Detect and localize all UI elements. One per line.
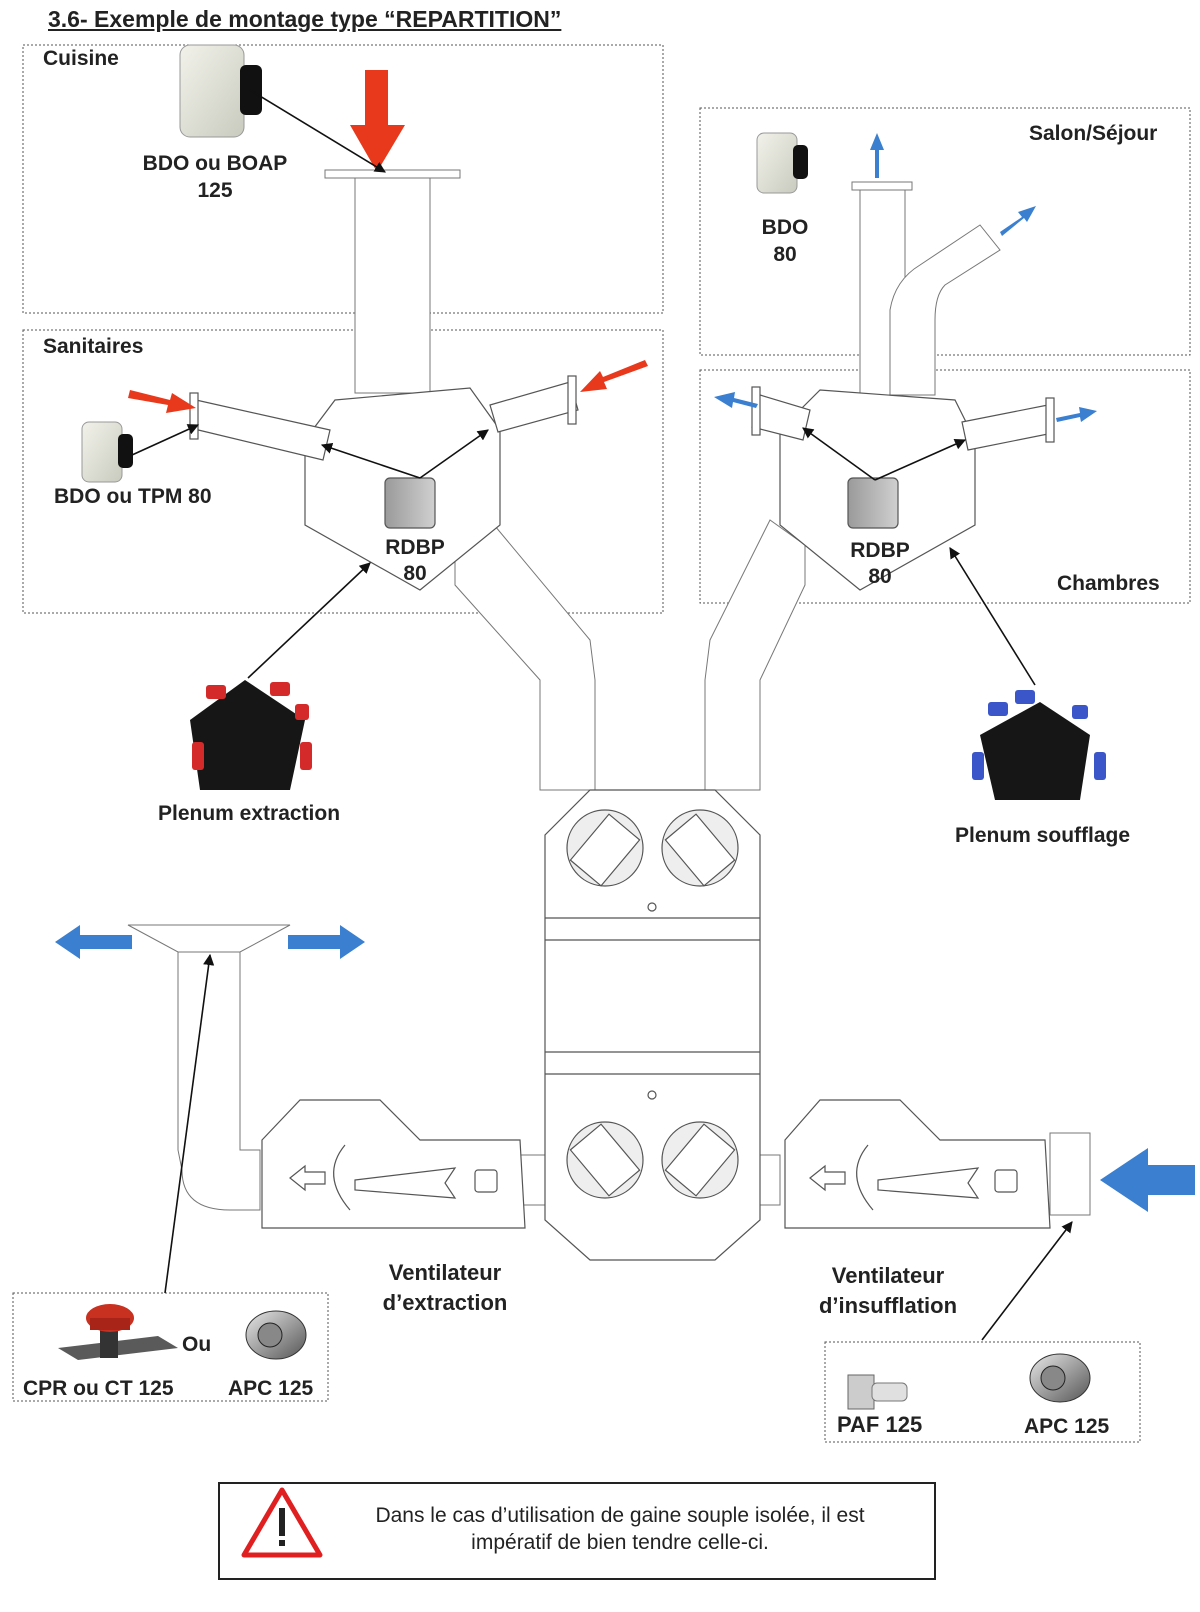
heat-exchanger-unit: [544, 789, 761, 1261]
label-vent-insufflation-1: Ventilateur: [831, 1263, 945, 1288]
label-paf: PAF 125: [837, 1412, 923, 1437]
zone-box-prise-air: [824, 1341, 1141, 1443]
rdbp-left-flap: [384, 477, 436, 529]
exchanger-filter-top-right: [661, 809, 739, 887]
grille-bdo-tpm: [81, 421, 133, 483]
zone-box-rejet: [12, 1292, 329, 1402]
duct-right-main: [704, 519, 806, 791]
arrow-supply-chambre-right: [1056, 407, 1097, 422]
warning-icon: [241, 1487, 323, 1558]
label-plenum-soufflage: Plenum soufflage: [955, 824, 1131, 847]
arrow-supply-salon-angle: [1000, 206, 1036, 236]
zone-label-sanitaires: Sanitaires: [43, 335, 144, 358]
arrow-supply-salon-up: [870, 133, 884, 178]
warning-note-text: Dans le cas d’utilisation de gaine soupl…: [375, 1504, 865, 1554]
duct-prise-air: [1049, 1132, 1091, 1216]
arrow-rejet-left: [55, 925, 132, 959]
label-plenum-extraction: Plenum extraction: [158, 802, 341, 825]
zone-box-cuisine: [22, 44, 664, 314]
duct-salon-angled: [889, 224, 1001, 396]
roof-outlet-cpr: [58, 1304, 178, 1360]
zone-label-cuisine: Cuisine: [43, 47, 119, 70]
duct-left-main: [454, 519, 596, 791]
grille-bdo-80: [756, 132, 808, 194]
zone-box-chambres: [699, 369, 1191, 604]
exchanger-filter-bottom-left: [566, 1121, 644, 1199]
zone-box-salon: [699, 107, 1191, 356]
label-bdo80-2: 80: [773, 243, 797, 266]
airflow-arrows: [55, 70, 1195, 1212]
arrow-extract-sanitaire-right: [580, 360, 648, 392]
rdbp-right-flap: [847, 477, 899, 529]
label-vent-extraction-1: Ventilateur: [388, 1260, 502, 1285]
duct-cuisine-flange: [324, 169, 461, 179]
exchanger-filter-bottom-right: [661, 1121, 739, 1199]
fan-extraction: [261, 1099, 526, 1229]
duct-salon-flange: [851, 181, 913, 191]
duct-cuisine: [354, 177, 431, 394]
warning-note: Dans le cas d’utilisation de gaine soupl…: [218, 1482, 936, 1580]
page-title: 3.6- Exemple de montage type “REPARTITIO…: [48, 6, 562, 32]
label-rdbp-right-2: 80: [868, 565, 892, 588]
apc-left-shape: [245, 1310, 307, 1360]
label-vent-extraction-2: d’extraction: [382, 1290, 508, 1315]
exchanger-filter-top-left: [566, 809, 644, 887]
label-apc-left: APC 125: [228, 1377, 314, 1400]
arrow-rejet-right: [288, 925, 365, 959]
pointer-lines: [131, 89, 1073, 1341]
distribution-box-right: [751, 386, 1055, 591]
plenum-soufflage-shape: [972, 690, 1106, 800]
zone-boxes: [12, 44, 1191, 1443]
label-rdbp-left-2: 80: [403, 562, 427, 585]
duct-rejet-cap: [127, 924, 291, 953]
apc-right-shape: [1029, 1353, 1091, 1403]
label-bdo80-1: BDO: [761, 216, 809, 239]
zone-box-sanitaires: [22, 329, 664, 614]
label-bdo-boap-1: BDO ou BOAP: [142, 152, 288, 175]
grille-bdo-boap: [179, 44, 262, 138]
label-bdo-tpm: BDO ou TPM 80: [54, 485, 212, 508]
arrow-extract-cuisine: [350, 70, 405, 172]
arrow-prise-air: [1100, 1148, 1195, 1212]
distribution-box-left: [189, 375, 579, 591]
plenum-extraction-shape: [190, 680, 312, 790]
ducts: [127, 169, 1091, 1216]
label-cpr-ct: CPR ou CT 125: [23, 1377, 174, 1400]
label-bdo-boap-2: 125: [197, 179, 233, 202]
label-rdbp-right-1: RDBP: [850, 539, 910, 562]
paf-shape: [847, 1374, 908, 1410]
label-vent-insufflation-2: d’insufflation: [818, 1293, 958, 1318]
arrow-supply-chambre-left: [714, 392, 758, 408]
label-ou: Ou: [182, 1333, 212, 1356]
arrow-extract-sanitaire-left: [128, 390, 196, 413]
duct-rejet: [177, 949, 261, 1211]
fan-insufflation: [784, 1099, 1051, 1229]
zone-label-salon: Salon/Séjour: [1029, 122, 1158, 145]
label-rdbp-left-1: RDBP: [385, 536, 445, 559]
zone-label-chambres: Chambres: [1057, 572, 1160, 595]
label-apc-right: APC 125: [1024, 1415, 1110, 1438]
